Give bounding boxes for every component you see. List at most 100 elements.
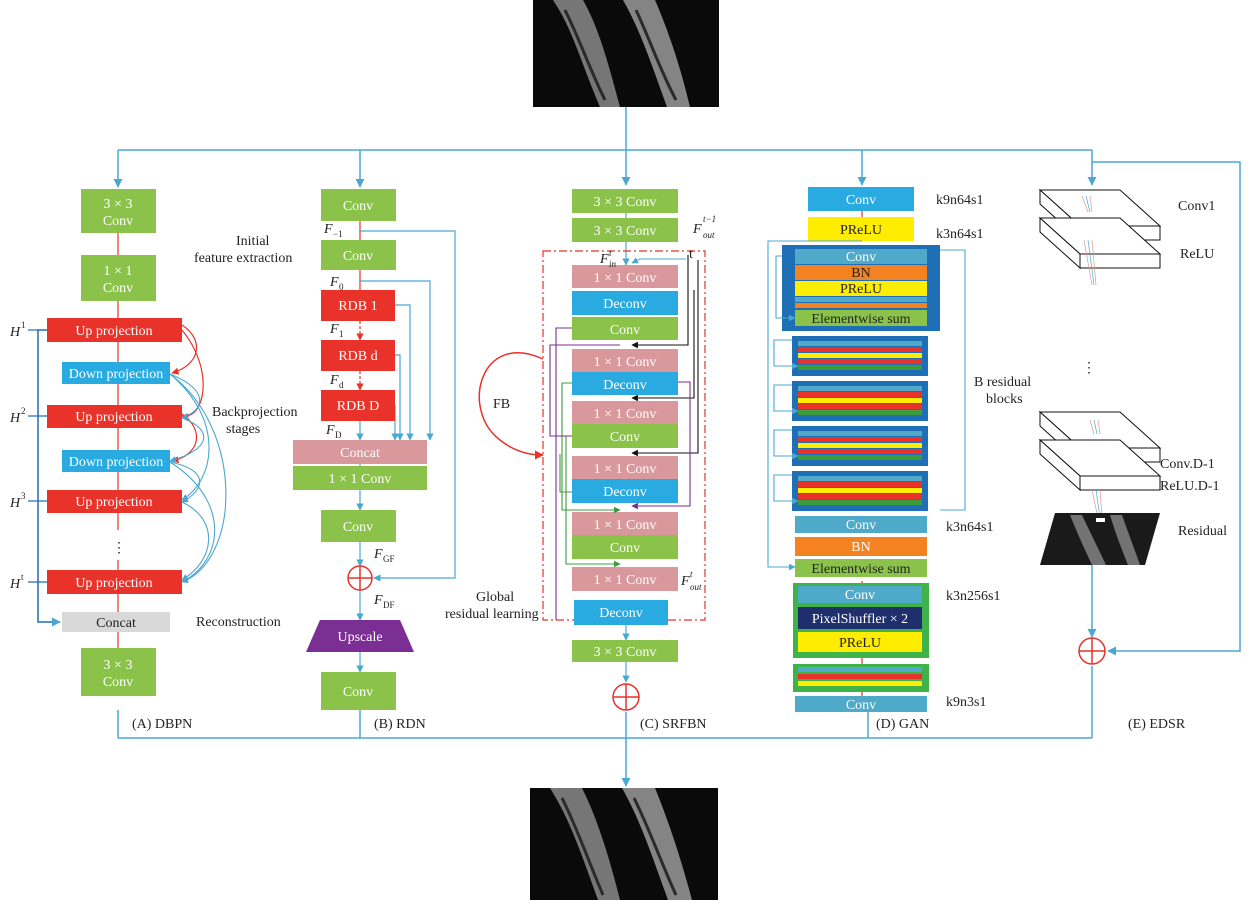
gan-collapsed-block-3 (792, 426, 928, 466)
edsr-conv1: Conv1 (1178, 199, 1215, 214)
rdn-fdf-sub: DF (383, 600, 395, 610)
dbpn-conv3-bottom-line2: Conv (103, 675, 133, 690)
rdn-f0: F (329, 275, 339, 290)
rdn-rdb1: RDB 1 (338, 299, 377, 314)
srfbn-conv11-3: 1 × 1 Conv (594, 407, 657, 422)
gan-k3n256s1: k3n256s1 (946, 589, 1000, 604)
srfbn-conv-1: Conv (610, 323, 640, 338)
rdn-fgf: F (373, 547, 383, 562)
rdn-f-neg1-sub: −1 (333, 229, 343, 239)
dbpn-up-projection-2: Up projection (75, 410, 152, 425)
rdn-conv-2: Conv (343, 249, 373, 264)
dbpn-h3-sup: 3 (21, 491, 26, 501)
srfbn-conv33-bottom: 3 × 3 Conv (594, 645, 657, 660)
dbpn-down-projection-1: Down projection (69, 367, 163, 382)
gan-prelu-top: PReLU (840, 223, 882, 238)
dbpn-conv3-top-line1: 3 × 3 (104, 197, 133, 212)
dbpn-column: 3 × 3 Conv 1 × 1 Conv Up projection Down… (9, 189, 298, 732)
rdn-conv-3: Conv (343, 520, 373, 535)
srfbn-fout-sup: t (690, 569, 693, 579)
srfbn-conv11-2: 1 × 1 Conv (594, 355, 657, 370)
gan-k9n64s1: k9n64s1 (936, 193, 983, 208)
srfbn-conv11-4: 1 × 1 Conv (594, 462, 657, 477)
srfbn-fin-sup: t (609, 248, 612, 258)
rdn-global-line2: residual learning (445, 607, 539, 622)
rdn-fgf-sub: GF (383, 554, 395, 564)
dbpn-ht-sup: t (21, 572, 24, 582)
rdn-f1-sub: 1 (339, 329, 344, 339)
gan-conv-after-blocks: Conv (846, 518, 876, 533)
dbpn-h2: H (9, 411, 21, 426)
dbpn-down-projection-2: Down projection (69, 455, 163, 470)
edsr-caption: (E) EDSR (1128, 717, 1186, 732)
edsr-residual: Residual (1178, 524, 1227, 539)
rdn-fdf: F (373, 593, 383, 608)
gan-bn-after-blocks: BN (851, 540, 870, 555)
srfbn-conv33-top: 3 × 3 Conv (594, 195, 657, 210)
rdn-fD-sub: D (335, 430, 342, 440)
srfbn-fout-prev-sup: t−1 (703, 214, 716, 224)
dbpn-up-projection-3: Up projection (75, 495, 152, 510)
dbpn-dots: ⋮ (112, 541, 126, 556)
srfbn-conv11-5: 1 × 1 Conv (594, 518, 657, 533)
edsr-relu: ReLU (1180, 247, 1214, 262)
gan-conv-top: Conv (846, 193, 876, 208)
rdn-f-neg1: F (323, 222, 333, 237)
rdn-conv-top: Conv (343, 199, 373, 214)
gan-block-prelu: PReLU (840, 282, 882, 297)
dbpn-h1-sup: 1 (21, 320, 26, 330)
gan-block-conv: Conv (846, 250, 876, 265)
srfbn-fb-label: FB (493, 397, 510, 412)
srfbn-deconv-2: Deconv (603, 378, 647, 393)
gan-conv-bottom: Conv (846, 698, 876, 713)
srfbn-column: 3 × 3 Conv 3 × 3 Conv 1 × 1 Conv Deconv … (478, 189, 716, 732)
rdn-fD: F (325, 423, 335, 438)
edsr-convd1: Conv.D-1 (1160, 457, 1215, 472)
gan-collapsed-block-4 (792, 471, 928, 511)
edsr-conv1-slab (1038, 188, 1162, 270)
rdn-global-line1: Global (476, 590, 514, 605)
gan-collapsed-upsample (793, 664, 929, 692)
rdn-conv11: 1 × 1 Conv (329, 472, 392, 487)
rdn-concat: Concat (340, 446, 380, 461)
distribution-lines (113, 107, 1097, 787)
rdn-f1: F (329, 322, 339, 337)
dbpn-backprojection-line1: Backprojection (212, 405, 298, 420)
srfbn-fin-sub: in (609, 259, 617, 269)
rdn-conv-bottom: Conv (343, 685, 373, 700)
srfbn-conv-2: Conv (610, 430, 640, 445)
srfbn-t: t (689, 247, 693, 262)
srfbn-deconv-out: Deconv (599, 606, 643, 621)
srfbn-fin: F (599, 252, 609, 267)
dbpn-conv1-line2: Conv (103, 281, 133, 296)
rdn-rdbD: RDB D (337, 399, 379, 414)
edsr-relud1: ReLU.D-1 (1160, 479, 1220, 494)
srfbn-caption: (C) SRFBN (640, 717, 707, 732)
gan-block-elementwise: Elementwise sum (811, 312, 910, 327)
gan-k3n64s1-a: k3n64s1 (936, 227, 983, 242)
dbpn-backprojection-line2: stages (226, 422, 260, 437)
gan-caption: (D) GAN (876, 717, 929, 732)
rdn-column: Conv Conv RDB 1 RDB d RDB D Concat 1 × 1… (194, 189, 539, 732)
srfbn-deconv-1: Deconv (603, 297, 647, 312)
edsr-dots: ⋮ (1082, 361, 1096, 376)
srfbn-fout-sub: out (690, 582, 702, 592)
dbpn-conv1-line1: 1 × 1 (104, 264, 133, 279)
srfbn-fout-prev-sub: out (703, 230, 715, 240)
dbpn-h1: H (9, 325, 21, 340)
rdn-upscale: Upscale (337, 630, 382, 645)
dbpn-reconstruction: Reconstruction (196, 615, 281, 630)
gan-column: Conv PReLU Conv BN PReLU Elementwise sum (767, 187, 1031, 732)
gan-collapsed-block-1 (792, 336, 928, 376)
edsr-residual-image (1040, 513, 1160, 565)
rdn-f0-sub: 0 (339, 282, 344, 292)
gan-up-conv: Conv (845, 588, 875, 603)
edsr-column: Conv1 ReLU ⋮ Conv.D-1 ReLU.D-1 (1038, 161, 1241, 732)
dbpn-conv3-top-line2: Conv (103, 214, 133, 229)
gan-elementwise-after: Elementwise sum (811, 562, 910, 577)
input-mri-image (533, 0, 719, 107)
gan-pixelshuffler: PixelShuffler × 2 (812, 612, 908, 627)
rdn-rdbd: RDB d (338, 349, 377, 364)
srfbn-fout: F (680, 574, 690, 589)
